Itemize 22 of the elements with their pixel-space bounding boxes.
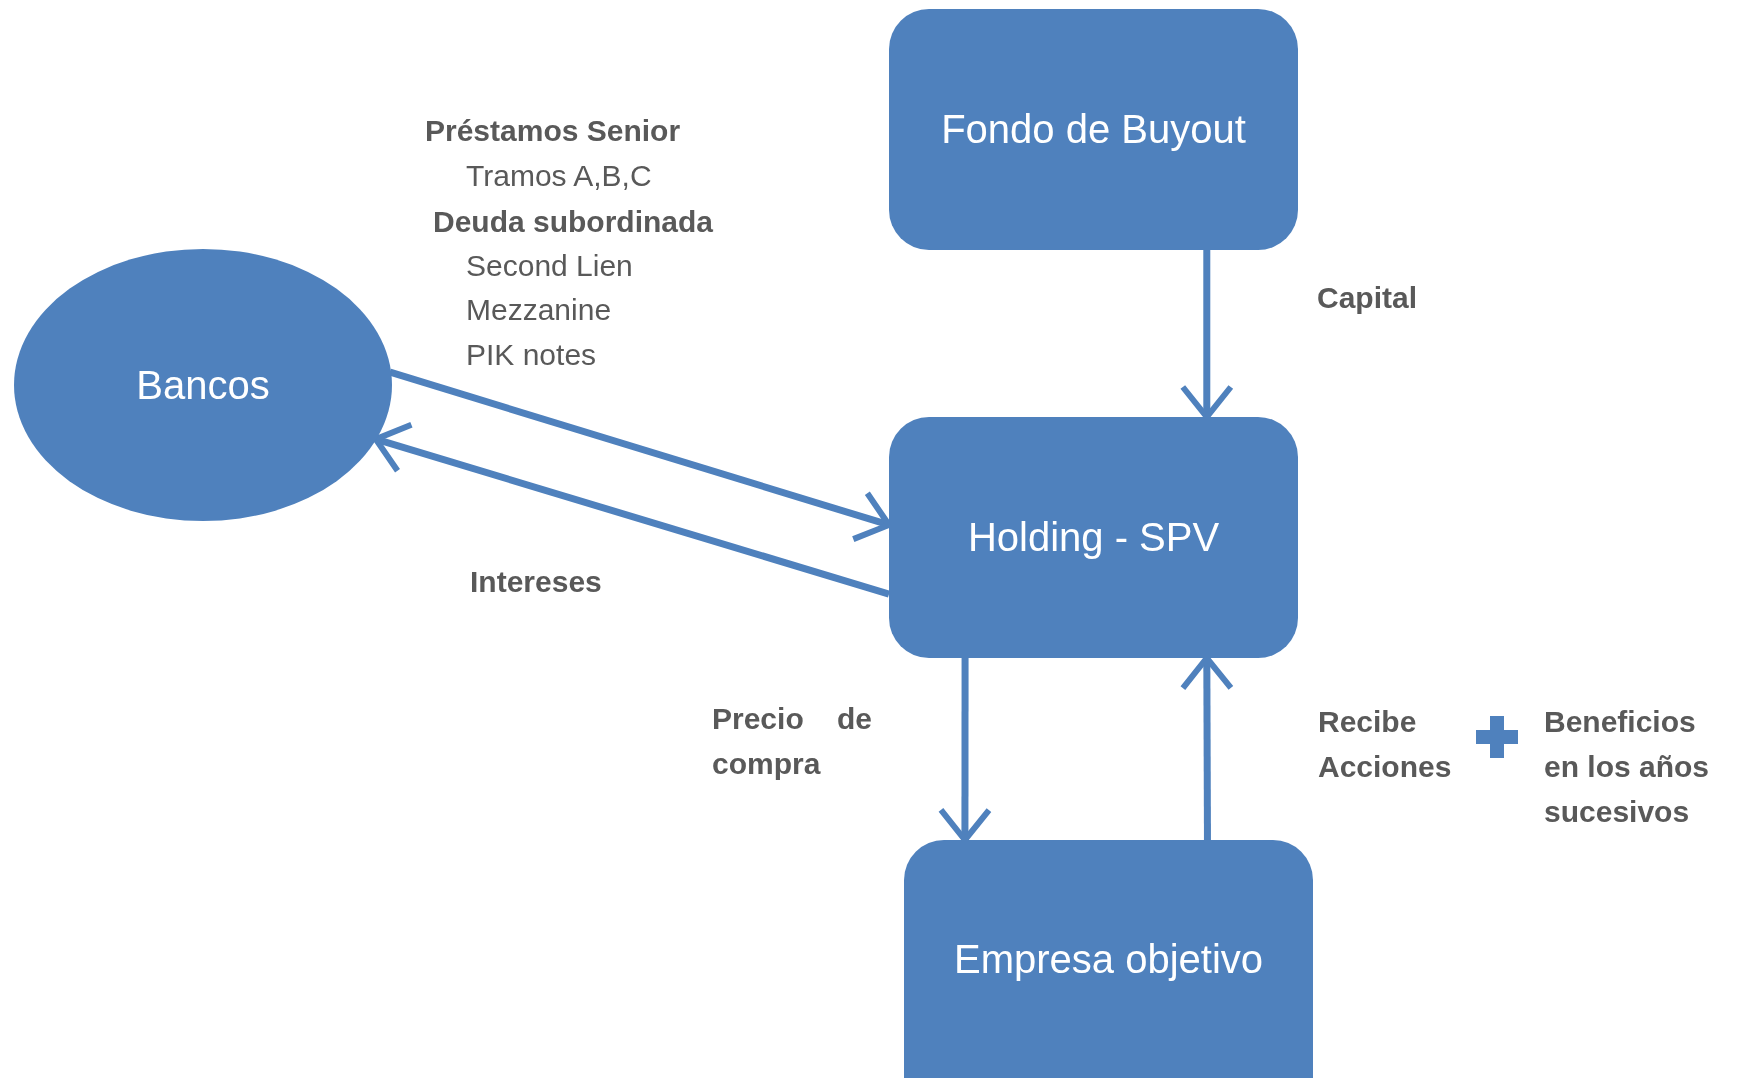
text-label: Mezzanine <box>466 292 612 328</box>
node-label: Bancos <box>136 362 270 408</box>
edge-label: Recibe Acciones <box>1318 704 1453 785</box>
node-label: Fondo de Buyout <box>941 107 1246 152</box>
text-label: Préstamos Senior <box>425 113 681 149</box>
entity-box <box>904 840 1313 1078</box>
node-label: Empresa objetivo <box>953 936 1263 982</box>
text-label: Second Lien <box>466 248 633 284</box>
text-label: PIK notes <box>466 337 597 373</box>
entity-box <box>889 417 1298 658</box>
edge-label: Precio de compra <box>712 701 872 782</box>
arrow <box>1179 655 1234 840</box>
edge-label: Intereses <box>470 564 603 600</box>
arrow <box>372 421 890 598</box>
text-label: Beneficios en los años sucesivos <box>1544 704 1711 830</box>
arrow <box>937 658 992 843</box>
entity-box <box>889 9 1298 250</box>
node-label: Holding - SPV <box>967 515 1220 560</box>
text-label: Tramos A,B,C <box>466 158 652 194</box>
arrow <box>1179 250 1234 420</box>
text-label: Deuda subordinada <box>433 204 714 240</box>
edge-label: Capital <box>1317 280 1419 316</box>
